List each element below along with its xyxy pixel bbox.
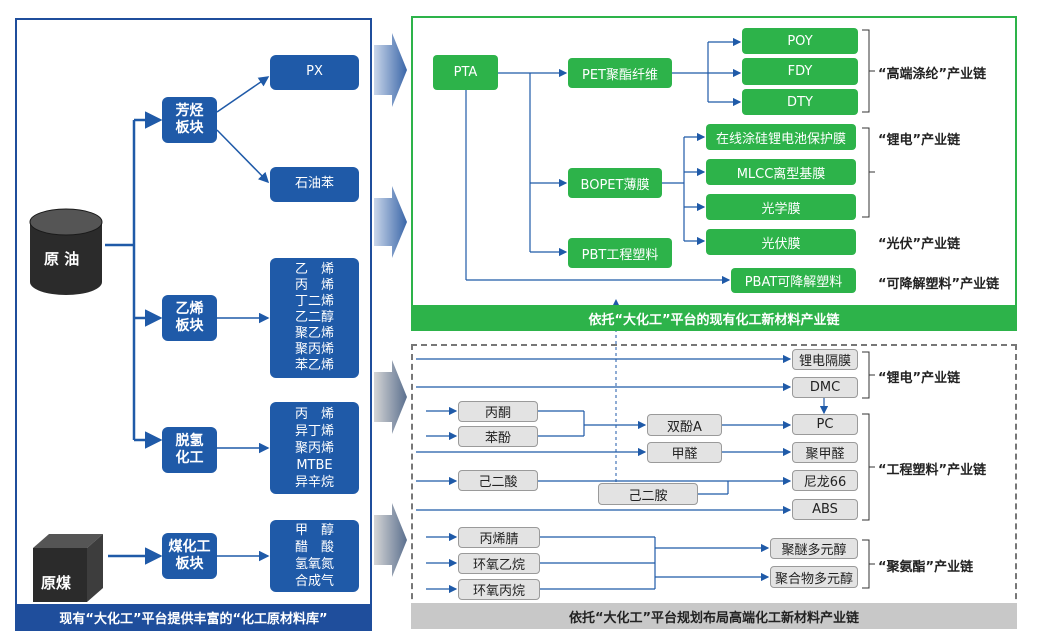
pet-fiber-node: PET聚酯纤维 (568, 58, 672, 88)
gray-footer: 依托“大化工”平台规划布局高端化工新材料产业链 (411, 603, 1017, 629)
left-footer: 现有“大化工”平台提供丰富的“化工原材料库” (15, 604, 372, 631)
nylon66-node: 尼龙66 (792, 470, 858, 491)
adipic-acid-node: 己二酸 (458, 470, 538, 491)
olefin-products: 乙 烯 丙 烯 丁二烯 乙二醇 聚乙烯 聚丙烯 苯乙烯 (270, 258, 359, 378)
px-product: PX (270, 55, 359, 90)
pbat-node: PBAT可降解塑料 (731, 268, 856, 293)
raw-coal-cube: 原煤 (29, 530, 107, 604)
fdy-node: FDY (742, 58, 858, 85)
separator-node: 锂电隔膜 (792, 349, 858, 370)
acetone-node: 丙酮 (458, 401, 538, 422)
polyether-node: 聚醚多元醇 (770, 538, 858, 559)
pv-film-node: 光伏膜 (706, 229, 856, 255)
pom-node: 聚甲醛 (792, 442, 858, 463)
phenol-node: 苯酚 (458, 426, 538, 447)
dmc-node: DMC (792, 377, 858, 398)
raw-coal-icon (33, 534, 103, 602)
crude-oil-cylinder: 原 油 (28, 208, 104, 296)
hexanediamine-node: 己二胺 (598, 483, 698, 505)
mlcc-film-node: MLCC离型基膜 (706, 159, 856, 185)
green-footer: 依托“大化工”平台的现有化工新材料产业链 (411, 305, 1017, 331)
gray-lithium-chain-label: “锂电”产业链 (878, 371, 961, 386)
pu-chain-label: “聚氨酯”产业链 (878, 560, 974, 575)
pta-node: PTA (433, 55, 498, 90)
pbt-node: PBT工程塑料 (568, 238, 672, 268)
acrylonitrile-node: 丙烯腈 (458, 527, 540, 548)
degradable-chain-label: “可降解塑料”产业链 (878, 277, 1000, 292)
bopet-film-node: BOPET薄膜 (568, 168, 662, 198)
dehydro-products: 丙 烯 异丁烯 聚丙烯 MTBE 异辛烷 (270, 402, 359, 494)
petroleum-benzene-product: 石油苯 (270, 167, 359, 202)
poy-node: POY (742, 28, 858, 54)
eng-plastic-chain-label: “工程塑料”产业链 (878, 463, 987, 478)
dehydrogenation-sector: 脱氢 化工 (162, 427, 217, 473)
polyester-chain-label: “高端涤纶”产业链 (878, 67, 987, 82)
aromatics-sector: 芳烃 板块 (162, 97, 217, 143)
coal-chemical-sector: 煤化工 板块 (162, 533, 217, 579)
crude-oil-label: 原 油 (44, 250, 80, 268)
raw-coal-label: 原煤 (41, 574, 72, 592)
polymer-polyol-node: 聚合物多元醇 (770, 566, 858, 588)
pv-chain-label: “光伏”产业链 (878, 237, 961, 252)
crude-oil-icon (29, 208, 103, 295)
propylene-oxide-node: 环氧丙烷 (458, 579, 540, 600)
formaldehyde-node: 甲醛 (647, 442, 722, 463)
olefins-sector: 乙烯 板块 (162, 295, 217, 341)
abs-node: ABS (792, 499, 858, 520)
coated-film-node: 在线涂硅锂电池保护膜 (706, 124, 856, 150)
dty-node: DTY (742, 89, 858, 115)
optical-film-node: 光学膜 (706, 194, 856, 220)
ethylene-oxide-node: 环氧乙烷 (458, 553, 540, 574)
pc-node: PC (792, 414, 858, 435)
bpa-node: 双酚A (647, 414, 722, 436)
lithium-chain-label: “锂电”产业链 (878, 133, 961, 148)
coal-products: 甲 醇 醋 酸 氢氧氮 合成气 (270, 520, 359, 592)
